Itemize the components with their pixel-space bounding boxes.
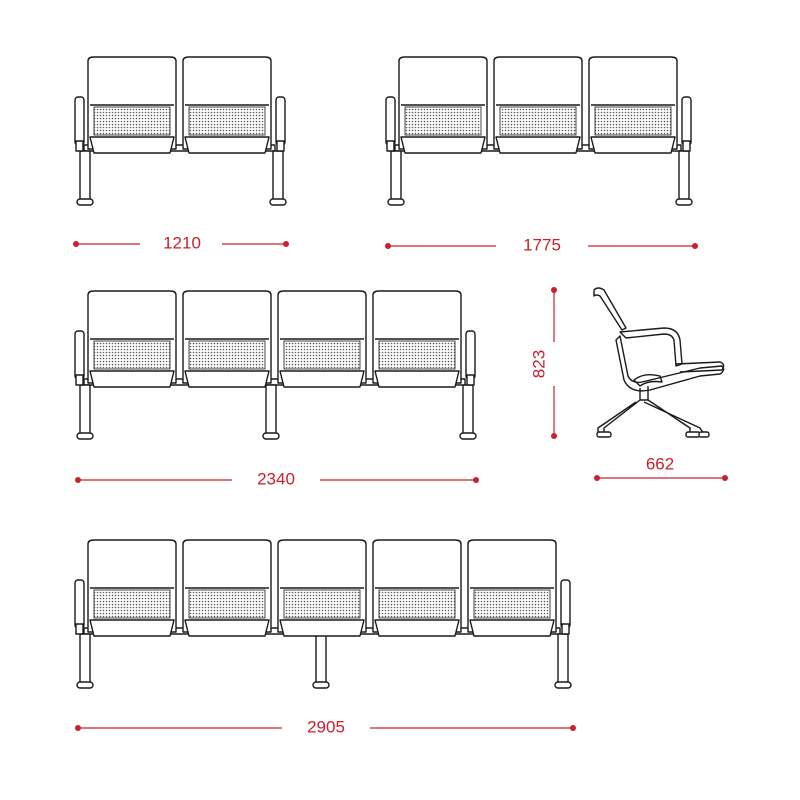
bench-foot <box>76 681 94 689</box>
seat-perforated-panel <box>283 340 361 370</box>
width-dimension-five-seat: 2905 <box>75 717 576 736</box>
seat-perforated-panel <box>594 106 672 136</box>
seat <box>277 539 367 637</box>
bench-armrest <box>560 579 571 629</box>
width-label-five-seat: 2905 <box>307 717 345 736</box>
width-dimension-three-seat: 1775 <box>385 235 698 254</box>
bench-leg <box>315 633 327 685</box>
seat <box>372 539 462 637</box>
bench-four-seat <box>74 290 477 440</box>
bench-foot <box>675 198 693 206</box>
bench-leg <box>390 150 402 202</box>
bench-foot <box>312 681 330 689</box>
seat-perforated-panel <box>188 340 266 370</box>
height-label: 823 <box>529 350 548 378</box>
bench-foot <box>262 432 280 440</box>
seat <box>182 56 272 154</box>
seat-perforated-panel <box>499 106 577 136</box>
seat-perforated-panel <box>93 589 171 619</box>
bench-two-seat <box>74 56 287 206</box>
bench-foot <box>459 432 477 440</box>
seat-front-edge <box>184 619 270 637</box>
bench-leg <box>265 384 277 436</box>
seat-perforated-panel <box>283 589 361 619</box>
seat <box>398 56 488 154</box>
width-dimension-four-seat: 2340 <box>75 469 479 488</box>
seat-perforated-panel <box>188 589 266 619</box>
seat-front-edge <box>89 136 175 154</box>
seat-front-edge <box>89 619 175 637</box>
seat-perforated-panel <box>93 340 171 370</box>
seat <box>467 539 557 637</box>
seat <box>87 290 177 388</box>
bench-beam <box>83 144 276 152</box>
bench-armrest <box>74 579 85 629</box>
seat-front-edge <box>469 619 555 637</box>
bench-leg <box>272 150 284 202</box>
armrest-bracket <box>75 140 84 152</box>
seat-perforated-panel <box>404 106 482 136</box>
bench-foot <box>387 198 405 206</box>
seat-front-edge <box>495 136 581 154</box>
chair-side-view <box>593 287 725 438</box>
armrest-bracket <box>276 140 285 152</box>
height-dimension: 823 <box>529 287 557 439</box>
bench-armrest <box>385 96 396 146</box>
seat-front-edge <box>184 136 270 154</box>
seat-perforated-panel <box>378 589 456 619</box>
seat-perforated-panel <box>378 340 456 370</box>
seat <box>182 290 272 388</box>
seat-perforated-panel <box>188 106 266 136</box>
seat-front-edge <box>374 619 460 637</box>
seat <box>588 56 678 154</box>
bench-leg <box>557 633 569 685</box>
width-label-two-seat: 1210 <box>163 233 201 252</box>
seat <box>372 290 462 388</box>
seat-front-edge <box>89 370 175 388</box>
seat-front-edge <box>400 136 486 154</box>
depth-label: 662 <box>646 454 674 473</box>
bench-three-seat <box>385 56 693 206</box>
bench-armrest <box>74 96 85 146</box>
seat-perforated-panel <box>93 106 171 136</box>
bench-leg <box>678 150 690 202</box>
armrest-bracket <box>682 140 691 152</box>
bench-foot <box>76 198 94 206</box>
bench-foot <box>269 198 287 206</box>
bench-armrest <box>465 330 476 380</box>
armrest-bracket <box>75 374 84 386</box>
armrest-bracket <box>466 374 475 386</box>
armrest-bracket <box>561 623 570 635</box>
seat-front-edge <box>279 370 365 388</box>
depth-dimension: 662 <box>594 454 728 481</box>
seat <box>87 56 177 154</box>
seat <box>182 539 272 637</box>
seat-front-edge <box>374 370 460 388</box>
width-label-three-seat: 1775 <box>523 235 561 254</box>
seat <box>493 56 583 154</box>
bench-leg <box>462 384 474 436</box>
width-label-four-seat: 2340 <box>257 469 295 488</box>
seat <box>87 539 177 637</box>
bench-leg <box>79 633 91 685</box>
seat <box>277 290 367 388</box>
width-dimension-two-seat: 1210 <box>73 233 289 252</box>
seat-perforated-panel <box>473 589 551 619</box>
bench-armrest <box>74 330 85 380</box>
bench-foot <box>76 432 94 440</box>
armrest-bracket <box>386 140 395 152</box>
bench-leg <box>79 150 91 202</box>
seat-front-edge <box>590 136 676 154</box>
seat-front-edge <box>279 619 365 637</box>
bench-leg <box>79 384 91 436</box>
bench-foot <box>554 681 572 689</box>
armrest-bracket <box>75 623 84 635</box>
bench-five-seat <box>74 539 572 689</box>
bench-armrest <box>275 96 286 146</box>
seat-front-edge <box>184 370 270 388</box>
bench-armrest <box>681 96 692 146</box>
